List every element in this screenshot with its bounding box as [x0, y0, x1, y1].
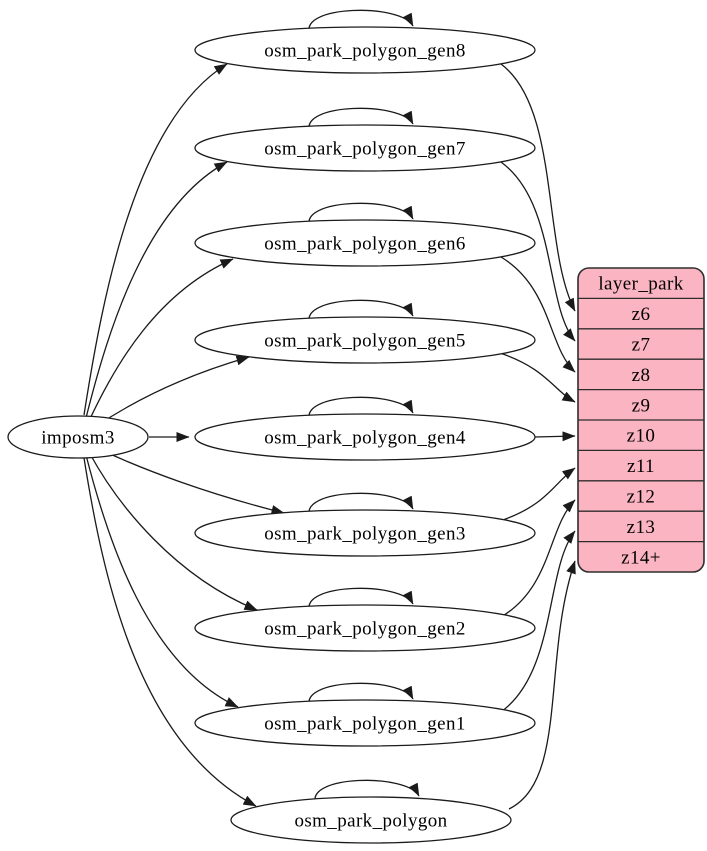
self-loop-edge-1: [308, 107, 414, 133]
source-node-label: imposm3: [41, 428, 115, 449]
edge-imposm3-to-table-6: [88, 451, 258, 611]
table-node-5: [194, 509, 536, 557]
edge-table-7-to-row: [500, 530, 576, 713]
layer-row-label: z10: [627, 426, 656, 447]
edge-table-3-to-row: [499, 352, 576, 403]
self-loop-edge-5: [308, 492, 414, 518]
layer-row-label: z7: [632, 335, 651, 356]
table-node-label: osm_park_polygon_gen5: [264, 331, 466, 352]
table-node-label: osm_park_polygon_gen1: [264, 714, 466, 735]
layer-row-label: z12: [627, 487, 656, 508]
table-node-label: osm_park_polygon_gen7: [264, 139, 466, 160]
edge-imposm3-to-table-1: [85, 161, 228, 419]
self-loop-edge-3: [308, 299, 414, 325]
table-node-4: [194, 413, 536, 461]
layer-row-label: z6: [632, 304, 651, 325]
table-node-label: osm_park_polygon_gen2: [264, 619, 466, 640]
table-node-label: osm_park_polygon_gen4: [264, 428, 466, 449]
edge-imposm3-to-table-5: [94, 446, 285, 515]
table-node-2: [194, 219, 536, 267]
table-node-label: osm_park_polygon_gen3: [264, 524, 466, 545]
layer-row-label: z13: [627, 517, 656, 538]
self-loop-edge-6: [308, 587, 414, 613]
table-node-label: osm_park_polygon_gen8: [264, 41, 466, 62]
table-node-1: [194, 124, 536, 172]
edge-imposm3-to-table-2: [88, 258, 234, 422]
table-node-6: [194, 604, 536, 652]
source-node-imposm3: [7, 415, 149, 459]
layer-row-label: z9: [632, 395, 651, 416]
self-loop-edge-4: [308, 396, 414, 422]
edge-table-5-to-row: [499, 467, 576, 522]
layer-row-label: z8: [632, 365, 651, 386]
self-loop-edge-8: [314, 779, 420, 805]
layer-node-title: layer_park: [598, 274, 683, 295]
table-node-label: osm_park_polygon_gen6: [264, 234, 466, 255]
table-node-8: [230, 796, 512, 844]
table-node-label: osm_park_polygon: [294, 811, 447, 832]
layer-row-label: z14+: [621, 547, 661, 568]
edge-table-0-to-row: [500, 63, 576, 312]
layer-row-label: z11: [627, 456, 655, 477]
edge-imposm3-to-table-0: [83, 63, 228, 416]
self-loop-edge-0: [308, 9, 414, 35]
table-node-3: [194, 316, 536, 364]
table-node-7: [194, 699, 536, 747]
edge-table-6-to-row: [500, 499, 576, 618]
edge-table-2-to-row: [500, 256, 576, 373]
edge-imposm3-to-table-8: [83, 457, 257, 807]
edge-table-8-to-row: [508, 560, 576, 810]
edge-table-4-to-row: [534, 431, 576, 442]
self-loop-edge-7: [308, 682, 414, 708]
table-node-0: [194, 26, 536, 74]
edge-imposm3-to-table-7: [85, 454, 239, 708]
self-loop-edge-2: [308, 202, 414, 228]
edge-imposm3-to-table-3: [94, 355, 250, 428]
edge-table-1-to-row: [500, 161, 576, 342]
